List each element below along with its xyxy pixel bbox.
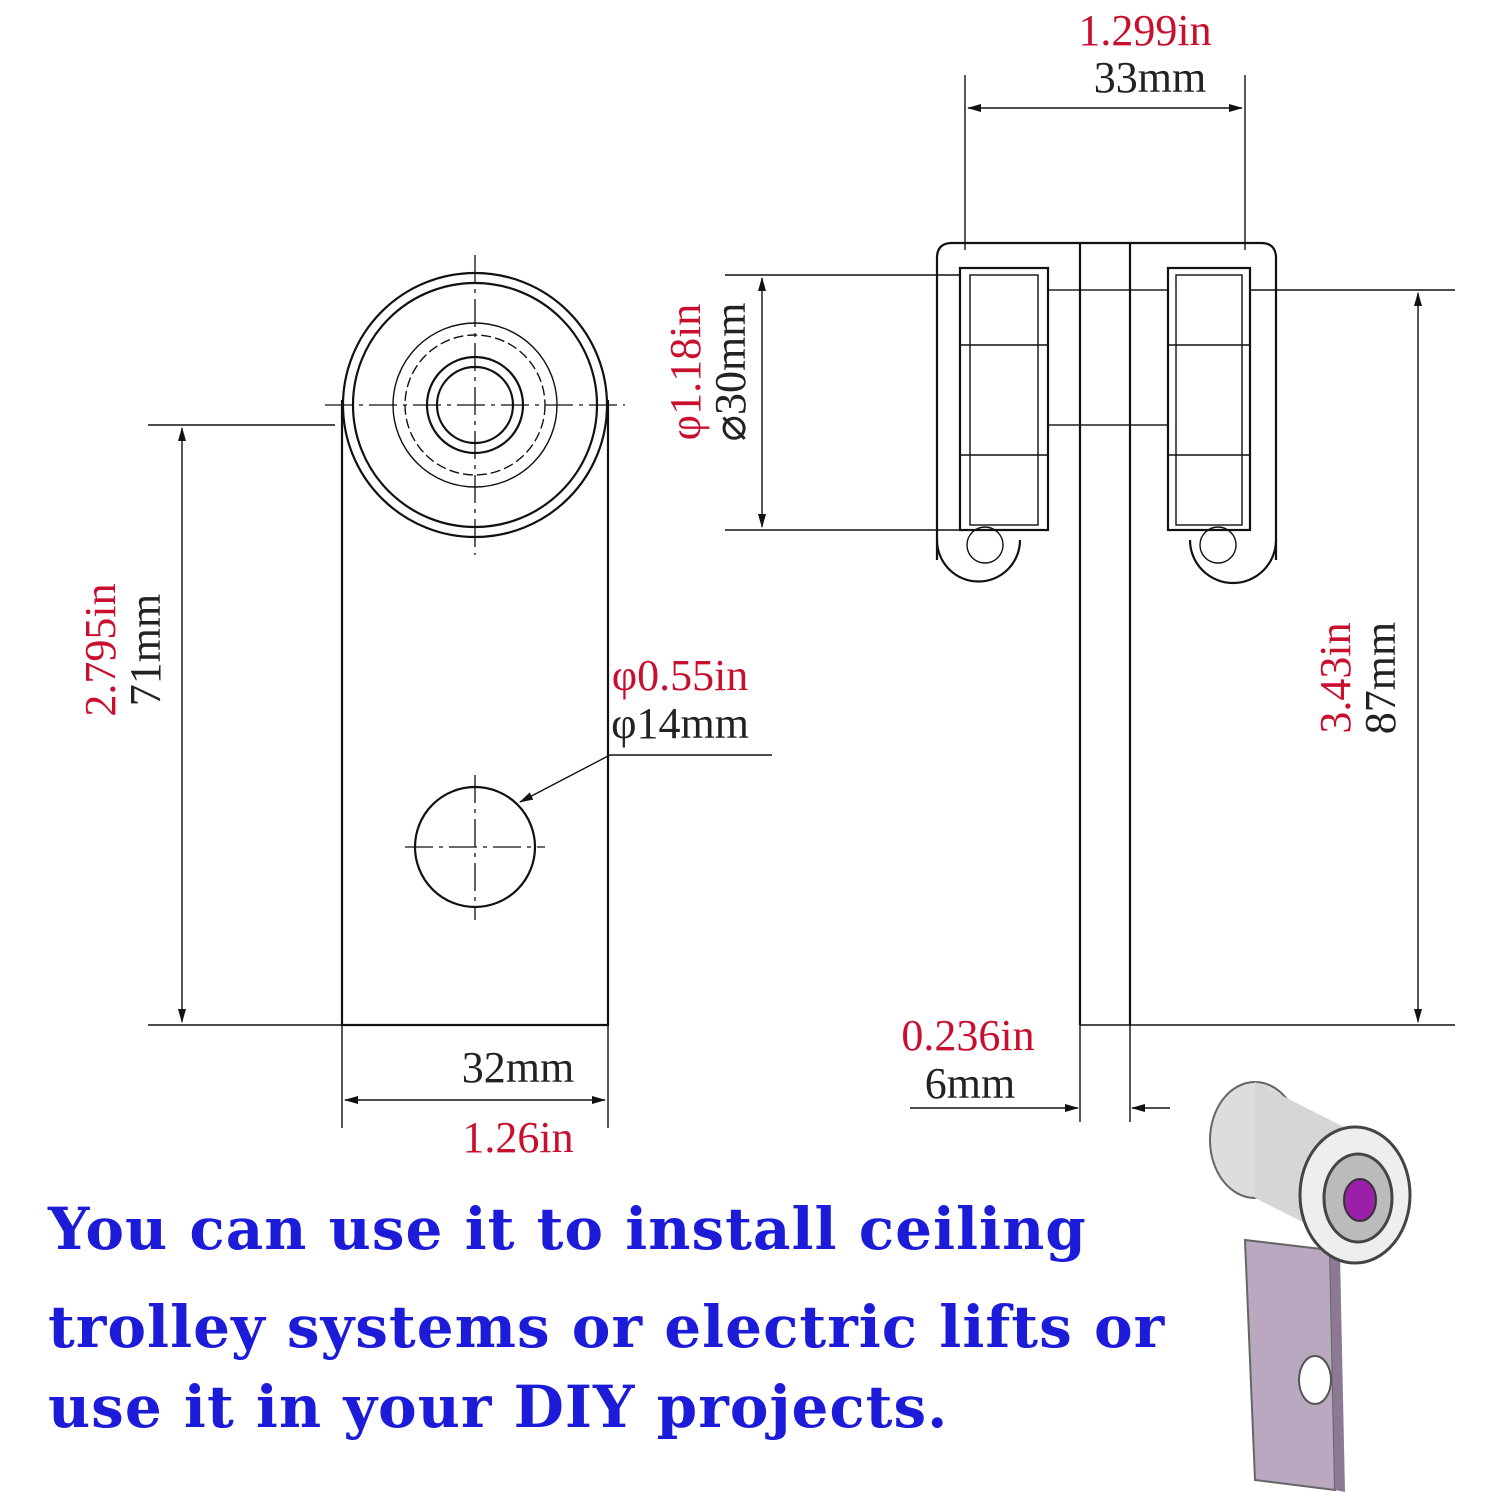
left-wheel-inner — [969, 274, 1039, 526]
height-in-label: 2.795in — [76, 583, 125, 716]
product-render — [1209, 1081, 1412, 1492]
width-in-label: 1.26in — [462, 1113, 573, 1162]
right-loop-hole — [1199, 526, 1237, 564]
hole-mm-label: φ14mm — [611, 699, 749, 748]
caption-line-1: You can use it to install ceiling — [48, 1195, 1087, 1263]
height-mm-label: 87mm — [1356, 622, 1405, 734]
front-view: 2.795in 71mm φ0.55in φ14mm 32mm 1.26in — [76, 255, 772, 1162]
left-loop-hole — [966, 526, 1004, 564]
thickness-in-label: 0.236in — [901, 1011, 1034, 1060]
right-wheel — [1166, 266, 1252, 532]
hole-in-label: φ0.55in — [612, 651, 749, 700]
top-width-mm-label: 33mm — [1094, 53, 1206, 102]
right-loop — [1188, 539, 1278, 585]
bracket-outline — [935, 241, 1278, 560]
thickness-mm-label: 6mm — [925, 1059, 1015, 1108]
width-mm-label: 32mm — [462, 1043, 574, 1092]
side-view: 1.299in 33mm φ1.18in ⌀30mm 3.43in 87mm 0… — [661, 6, 1455, 1122]
axle — [1047, 289, 1169, 426]
render-plate-edge — [1330, 1250, 1345, 1492]
render-axle — [1343, 1178, 1377, 1222]
plate-outline — [340, 400, 610, 1027]
caption-line-3: use it in your DIY projects. — [48, 1373, 949, 1441]
top-width-in-label: 1.299in — [1078, 6, 1211, 55]
wheel-mm-label: ⌀30mm — [706, 303, 755, 442]
caption-line-2: trolley systems or electric lifts or — [48, 1293, 1166, 1361]
left-loop — [935, 539, 1022, 583]
height-in-label: 3.43in — [1311, 622, 1360, 733]
render-hole — [1298, 1355, 1332, 1405]
height-mm-label: 71mm — [121, 594, 170, 706]
leader-line — [519, 754, 611, 803]
right-wheel-inner — [1175, 274, 1243, 526]
left-wheel — [958, 266, 1050, 532]
wheel-in-label: φ1.18in — [661, 304, 710, 441]
